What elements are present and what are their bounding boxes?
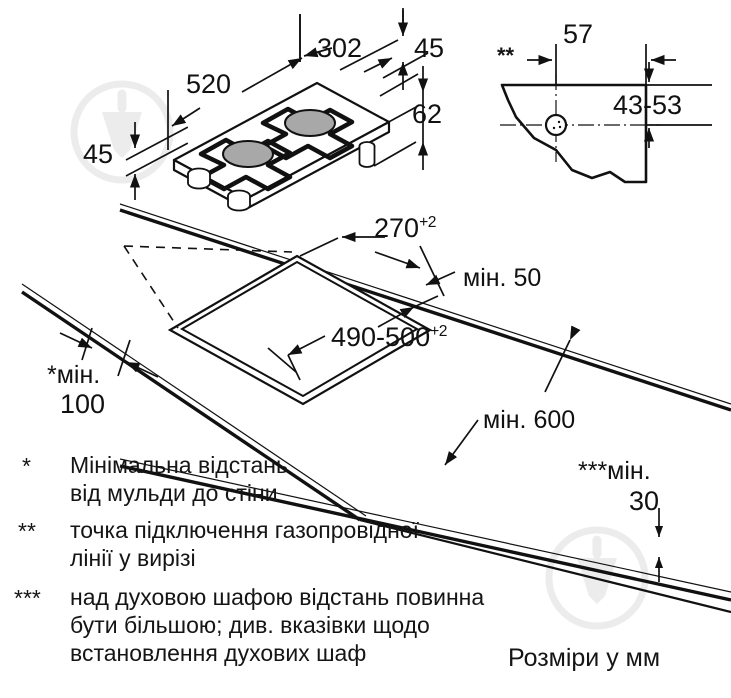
dim-45-leader-b: [379, 73, 419, 97]
worktop-front-edge-inner: [119, 458, 731, 593]
dim-min600-upper-leader: [544, 325, 581, 393]
dim-520-leader: [241, 57, 303, 93]
dim-label-43-53: 43-53: [613, 90, 683, 120]
section-outline: [500, 83, 648, 184]
dim-270-arrow-right: [374, 251, 421, 269]
dim-label-45-top: 45: [414, 33, 445, 63]
dim-490500-ext-down: [287, 354, 301, 381]
dim-270-ext-a: [299, 237, 339, 257]
legend-text-3-line-3: встановлення духових шаф: [70, 640, 367, 666]
dim-cutout-width-tolerance: +2: [430, 323, 447, 340]
dim-min50-leader: [425, 271, 456, 286]
dim-cutout-depth-value: 270: [374, 213, 420, 243]
dim-490500-arrow-down: [287, 335, 326, 356]
worktop-dimension-lines: [59, 231, 664, 582]
dim-label-min-rear: мін. 50: [463, 264, 542, 292]
dim-490500-ext-up: [413, 295, 439, 308]
dim-520-arrow-left: [171, 107, 201, 127]
gas-connection-point: [544, 113, 568, 137]
legend-text-3-line-2: бути більшою; див. вказівки щодо: [70, 612, 430, 638]
worktop-isometric-view: [21, 203, 731, 614]
section-marker-double-asterisk: **: [497, 43, 515, 68]
dim-45-left-leader-a: [125, 126, 189, 161]
dim-label-302: 302: [317, 33, 363, 63]
projection-dashed-left: [123, 245, 179, 329]
dim-cutout-width-value: 490-500: [331, 322, 431, 352]
dim-302-arrow-left: [303, 47, 333, 58]
dim-min100-ext-a: [81, 327, 93, 361]
legend-text-3-line-1: над духовою шафою відстань повинна: [70, 584, 485, 610]
dim-label-cutout-width: 490-500+2: [331, 323, 447, 351]
dim-270-ext-b: [419, 245, 445, 297]
dim-490500-arrow-up: [377, 306, 415, 328]
dim-label-min-worktop-height: мін. 600: [483, 406, 576, 434]
dim-min100-arrow-b: [125, 361, 159, 378]
dim-label-min-oven-gap: ***мін.: [578, 457, 651, 485]
legend-text-1-line-2: від мульди до стіни: [70, 480, 278, 506]
dim-label-cutout-depth: 270+2: [374, 214, 436, 242]
projection-dashed-top: [123, 245, 293, 253]
watermark-top-left: [70, 80, 174, 184]
legend-text-2-line-1: точка підключення газопровідної: [70, 517, 419, 543]
hob-isometric-view: [172, 81, 391, 212]
hob-gas-inlet-stub: [358, 141, 376, 168]
dim-45-left-leader-b: [125, 142, 189, 177]
dim-label-45-left: 45: [83, 139, 114, 169]
dim-302-leader: [339, 39, 399, 71]
worktop-rear-edge-outer: [119, 208, 731, 412]
dim-label-520: 520: [186, 69, 232, 99]
dim-302-arrow-right: [363, 57, 393, 73]
units-caption: Розміри у мм: [508, 644, 661, 672]
worktop-cutout-inner: [179, 260, 420, 398]
legend-marker-1: *: [22, 453, 31, 479]
dim-490500-ext-down2: [267, 347, 297, 373]
dim-cutout-depth-tolerance: +2: [419, 214, 436, 231]
dim-label-min-oven-gap-value: 30: [629, 486, 660, 516]
hob-dimension-lines: [125, 8, 429, 200]
worktop-rear-edge-inner: [119, 203, 731, 405]
worktop-left-wall-outer: [21, 290, 361, 522]
hob-knob-left: [187, 167, 211, 190]
dim-62-leader-a: [373, 105, 419, 131]
dim-label-57: 57: [563, 19, 594, 49]
legend-text-1-line-1: Мінімальна відстань: [70, 452, 288, 478]
burner-cap-rear: [284, 109, 336, 137]
dim-label-62: 62: [412, 99, 443, 129]
hob-knob-right: [227, 189, 251, 212]
section-dimension-lines: [527, 44, 712, 148]
dim-min100-ext-b: [117, 339, 131, 377]
worktop-front-edge-outer: [119, 464, 731, 602]
legend-marker-2: **: [18, 518, 36, 544]
dim-label-min-side-wall-value: 100: [60, 389, 106, 419]
burner-cap-front: [222, 140, 274, 168]
dim-62-leader-b: [373, 141, 417, 167]
legend-text-2-line-2: лінії у вирізі: [70, 545, 196, 571]
worktop-front-edge-thickness: [359, 518, 731, 614]
worktop-left-wall-inner: [21, 283, 367, 517]
dim-45-leader-a: [382, 52, 429, 79]
legend-marker-3: ***: [14, 585, 41, 611]
gas-connection-section-view: [500, 74, 660, 184]
dim-min600-lower-leader: [444, 419, 479, 466]
dim-label-min-side-wall: *мін.: [47, 361, 101, 389]
